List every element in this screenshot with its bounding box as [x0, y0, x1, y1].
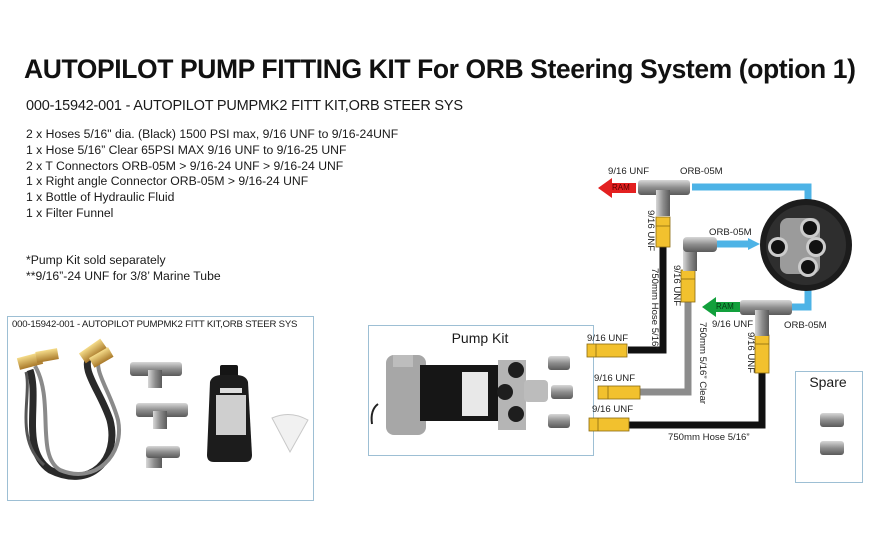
notes-list: *Pump Kit sold separately **9/16”-24 UNF…	[26, 253, 221, 285]
label-pump-port-1: 9/16 UNF	[587, 333, 629, 344]
black-hose-2	[626, 370, 766, 429]
pump-kit-title: Pump Kit	[451, 330, 509, 346]
pump-port-adapter	[548, 356, 570, 370]
t-connector-top	[638, 180, 690, 216]
note-item: **9/16”-24 UNF for 3/8’ Marine Tube	[26, 268, 221, 283]
hydraulic-line-top	[692, 183, 812, 205]
hose-fitting	[655, 216, 671, 248]
page-subtitle: 000-15942-001 - AUTOPILOT PUMPMK2 FITT K…	[26, 98, 463, 114]
black-hose-1	[628, 240, 667, 354]
label-unf-vertical-1: 9/16 UNF	[645, 210, 656, 252]
label-unf-vertical-3: 9/16 UNF	[745, 332, 756, 374]
label-hose-clear-vertical: 750mm 5/16” Clear	[697, 322, 708, 405]
filter-funnel-image	[271, 414, 309, 454]
right-angle-connector-image	[146, 446, 180, 468]
hose-fitting	[597, 385, 641, 400]
label-pump-port-2: 9/16 UNF	[594, 373, 636, 384]
elbow-connector	[683, 237, 717, 271]
kit-photo-caption: 000-15942-001 - AUTOPILOT PUMPMK2 FITT K…	[12, 319, 298, 330]
label-unf-mid-right: 9/16 UNF	[712, 319, 754, 330]
hose-fitting	[586, 343, 628, 358]
ram-arrow-green	[702, 297, 740, 317]
hose-fitting	[680, 269, 696, 303]
clear-hose	[640, 300, 692, 396]
ram-label-top: RAM	[612, 183, 630, 192]
label-unf-vertical-2: 9/16 UNF	[671, 265, 682, 307]
arrow-head	[748, 238, 760, 250]
hose-fitting	[588, 417, 630, 432]
parts-list-item: 1 x Bottle of Hydraulic Fluid	[26, 190, 175, 205]
label-orb-top: ORB-05M	[680, 166, 723, 177]
parts-list-item: 1 x Right angle Connector ORB-05M > 9/16…	[26, 174, 309, 189]
label-orb-middle: ORB-05M	[709, 227, 752, 238]
pump-port-adapter	[551, 385, 573, 399]
pump-motor-image	[370, 355, 548, 435]
parts-list-item: 1 x Filter Funnel	[26, 205, 114, 220]
ram-arrow-red	[598, 178, 636, 198]
parts-list-item: 2 x Hoses 5/16" dia. (Black) 1500 PSI ma…	[26, 127, 399, 141]
label-hose-black-vertical: 750mm Hose 5/16”	[649, 268, 660, 350]
t-connector-image	[136, 403, 188, 429]
pump-port-adapter	[548, 414, 570, 428]
spare-adapter	[820, 441, 844, 455]
label-hose-black-bottom: 750mm Hose 5/16”	[668, 432, 750, 443]
t-connector-bottom	[740, 300, 792, 336]
page-title: AUTOPILOT PUMP FITTING KIT For ORB Steer…	[24, 54, 856, 84]
hydraulic-fluid-bottle-image	[207, 365, 252, 462]
label-pump-port-3: 9/16 UNF	[592, 404, 634, 415]
parts-list-item: 1 x Hose 5/16” Clear 65PSI MAX 9/16 UNF …	[26, 142, 347, 157]
label-orb-bottom: ORB-05M	[784, 320, 827, 331]
note-item: *Pump Kit sold separately	[26, 253, 166, 267]
steering-cylinder-image	[760, 199, 852, 291]
hose-coil-image	[16, 338, 122, 480]
ram-label-bottom: RAM	[716, 302, 734, 311]
t-connector-image	[130, 362, 182, 388]
parts-list-item: 2 x T Connectors ORB-05M > 9/16-24 UNF >…	[26, 158, 344, 173]
parts-list: 2 x Hoses 5/16" dia. (Black) 1500 PSI ma…	[26, 127, 398, 222]
spare-adapter	[820, 413, 844, 427]
spare-title: Spare	[809, 374, 847, 390]
hose-fitting	[754, 334, 770, 374]
label-unf-top-left: 9/16 UNF	[608, 166, 650, 177]
